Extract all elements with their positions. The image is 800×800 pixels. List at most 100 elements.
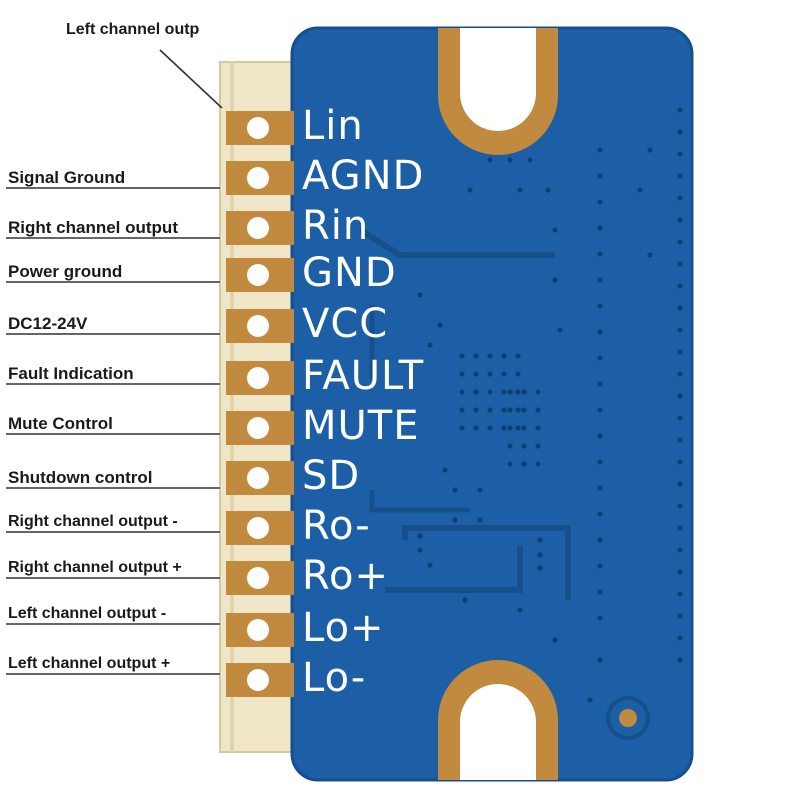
via-hole [535,443,541,449]
leader-line [159,49,223,109]
via-hole [597,537,603,543]
bottom-mounting-slot [438,660,558,780]
silkscreen-pin-label: Ro- [302,503,371,549]
via-hole [521,461,527,467]
via-hole [677,437,683,443]
via-hole [597,147,603,153]
pin-pads [226,111,294,697]
via-hole [677,195,683,201]
via-hole [597,459,603,465]
via-hole [535,407,541,413]
via-hole [521,389,527,395]
via-hole [597,381,603,387]
via-hole [537,537,543,543]
silkscreen-pin-label: Lo+ [302,605,385,651]
via-hole [647,147,653,153]
via-hole [552,637,558,643]
via-hole [637,187,643,193]
via-hole [501,371,507,377]
pin-pad [226,561,294,595]
via-hole [677,261,683,267]
silkscreen-pin-label: GND [302,250,397,296]
via-hole [515,353,521,359]
via-hole [515,389,521,395]
via-hole [597,199,603,205]
via-hole [677,547,683,553]
via-hole [677,283,683,289]
via-hole [507,425,513,431]
via-hole [677,173,683,179]
via-hole [597,173,603,179]
top-mounting-slot [438,28,558,155]
via-hole [677,107,683,113]
pin-pad [226,461,294,495]
via-hole [501,425,507,431]
via-hole [647,252,653,258]
via-hole [487,425,493,431]
pin-pad [226,411,294,445]
via-hole [597,407,603,413]
via-hole [677,305,683,311]
callout-label: Left channel output + [8,655,171,672]
via-hole [535,425,541,431]
via-hole [417,292,423,298]
pin-pad [226,511,294,545]
pin-pad [226,211,294,245]
via-hole [677,613,683,619]
silkscreen-pin-label: AGND [302,153,425,199]
via-hole [473,353,479,359]
via-hole [501,353,507,359]
via-hole [459,425,465,431]
via-hole [677,503,683,509]
callout-label: Left channel output - [8,605,167,622]
via-hole [501,407,507,413]
via-hole [597,303,603,309]
via-hole [473,371,479,377]
via-hole [597,355,603,361]
pin-pad [226,613,294,647]
via-hole [417,547,423,553]
via-hole [473,407,479,413]
via-hole [597,433,603,439]
via-hole [507,389,513,395]
via-hole [427,562,433,568]
via-hole [587,697,593,703]
via-hole [677,569,683,575]
callout-label: Power ground [8,262,123,281]
callout-label: DC12-24V [8,314,88,333]
via-hole [527,157,533,163]
silkscreen-pin-label: VCC [302,301,389,347]
via-hole [427,342,433,348]
via-hole [473,389,479,395]
via-hole [597,657,603,663]
via-hole [487,389,493,395]
via-hole [597,277,603,283]
pin-pad [226,161,294,195]
callout-label: Right channel output + [8,559,182,576]
via-hole [552,227,558,233]
callout-label: Fault Indication [8,364,134,383]
via-hole [517,187,523,193]
via-hole [477,517,483,523]
pin-pad [226,258,294,292]
pin-pad [226,111,294,145]
callout-label: Mute Control [8,414,113,433]
silkscreen-pin-label: Lo- [302,655,367,701]
via-hole [677,481,683,487]
via-hole [557,327,563,333]
via-hole [521,443,527,449]
via-hole [459,407,465,413]
pin-pad [226,361,294,395]
via-hole [515,425,521,431]
via-hole [597,615,603,621]
via-hole [515,371,521,377]
via-hole [517,607,523,613]
via-hole [677,459,683,465]
via-hole [552,277,558,283]
via-hole [597,329,603,335]
silkscreen-pin-label: FAULT [302,353,425,399]
via-hole [597,589,603,595]
via-hole [442,467,448,473]
via-hole [597,563,603,569]
